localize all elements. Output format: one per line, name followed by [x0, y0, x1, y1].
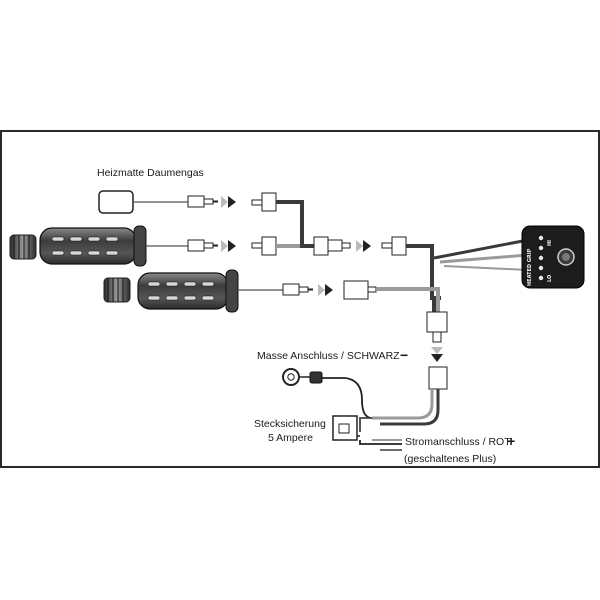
led-indicator [538, 255, 544, 261]
arrow-down-icon [431, 354, 443, 362]
controller-leds [538, 235, 544, 281]
left-grip [9, 225, 277, 267]
main-harness-connector [426, 311, 448, 333]
right-grip-ribs [147, 281, 215, 301]
led-indicator [538, 245, 544, 251]
diagram-frame [0, 130, 600, 468]
wiring-harness-y [276, 200, 407, 256]
right-grip-plug [282, 283, 313, 296]
label-power-sign: + [507, 433, 515, 449]
led-indicator [538, 235, 544, 241]
arrow-icon [356, 240, 363, 252]
power-harness-connector [428, 366, 448, 390]
label-thumb-heater: Heizmatte Daumengas [97, 167, 204, 179]
controller-name: HEATED GRIP [527, 248, 533, 286]
thumb-heater-plug [187, 195, 218, 208]
controller-lo-label: LO [547, 275, 553, 282]
label-power-note: (geschaltenes Plus) [404, 453, 496, 465]
arrow-icon [363, 240, 371, 252]
right-grip-socket [343, 280, 377, 300]
right-grip-body [137, 272, 229, 310]
main-harness [376, 238, 529, 362]
label-ground-sign: − [400, 347, 408, 363]
ground-connector [309, 371, 323, 384]
thumb-heater-pad [98, 190, 134, 214]
arrow-icon [325, 284, 333, 296]
arrow-icon [228, 196, 236, 208]
left-grip-body [39, 227, 137, 265]
left-grip-plug [187, 239, 218, 252]
power-harness [282, 366, 448, 451]
led-indicator [538, 275, 544, 281]
arrow-icon [228, 240, 236, 252]
label-fuse-line2: 5 Ampere [268, 432, 313, 444]
arrow-icon [221, 240, 228, 252]
harness-y-socket [313, 236, 329, 256]
arrow-icon [221, 196, 228, 208]
left-grip-ribs [51, 236, 119, 256]
controller-body [521, 225, 585, 289]
harness-y-plug [327, 239, 343, 252]
right-grip [103, 269, 377, 313]
ground-wire [322, 377, 373, 419]
label-fuse-line1: Stecksicherung [254, 418, 326, 430]
fuse-wire [359, 417, 372, 432]
arrow-down-icon [431, 347, 443, 354]
controller-hi-label: HI [547, 240, 553, 246]
power-wire [359, 440, 402, 445]
label-ground: Masse Anschluss / SCHWARZ [257, 350, 400, 362]
controller-unit: HEATED GRIP HI LO [521, 225, 585, 289]
main-harness-socket-a [381, 242, 393, 249]
label-power: Stromanschluss / ROT [405, 436, 511, 448]
arrow-icon [318, 284, 325, 296]
led-indicator [538, 265, 544, 271]
